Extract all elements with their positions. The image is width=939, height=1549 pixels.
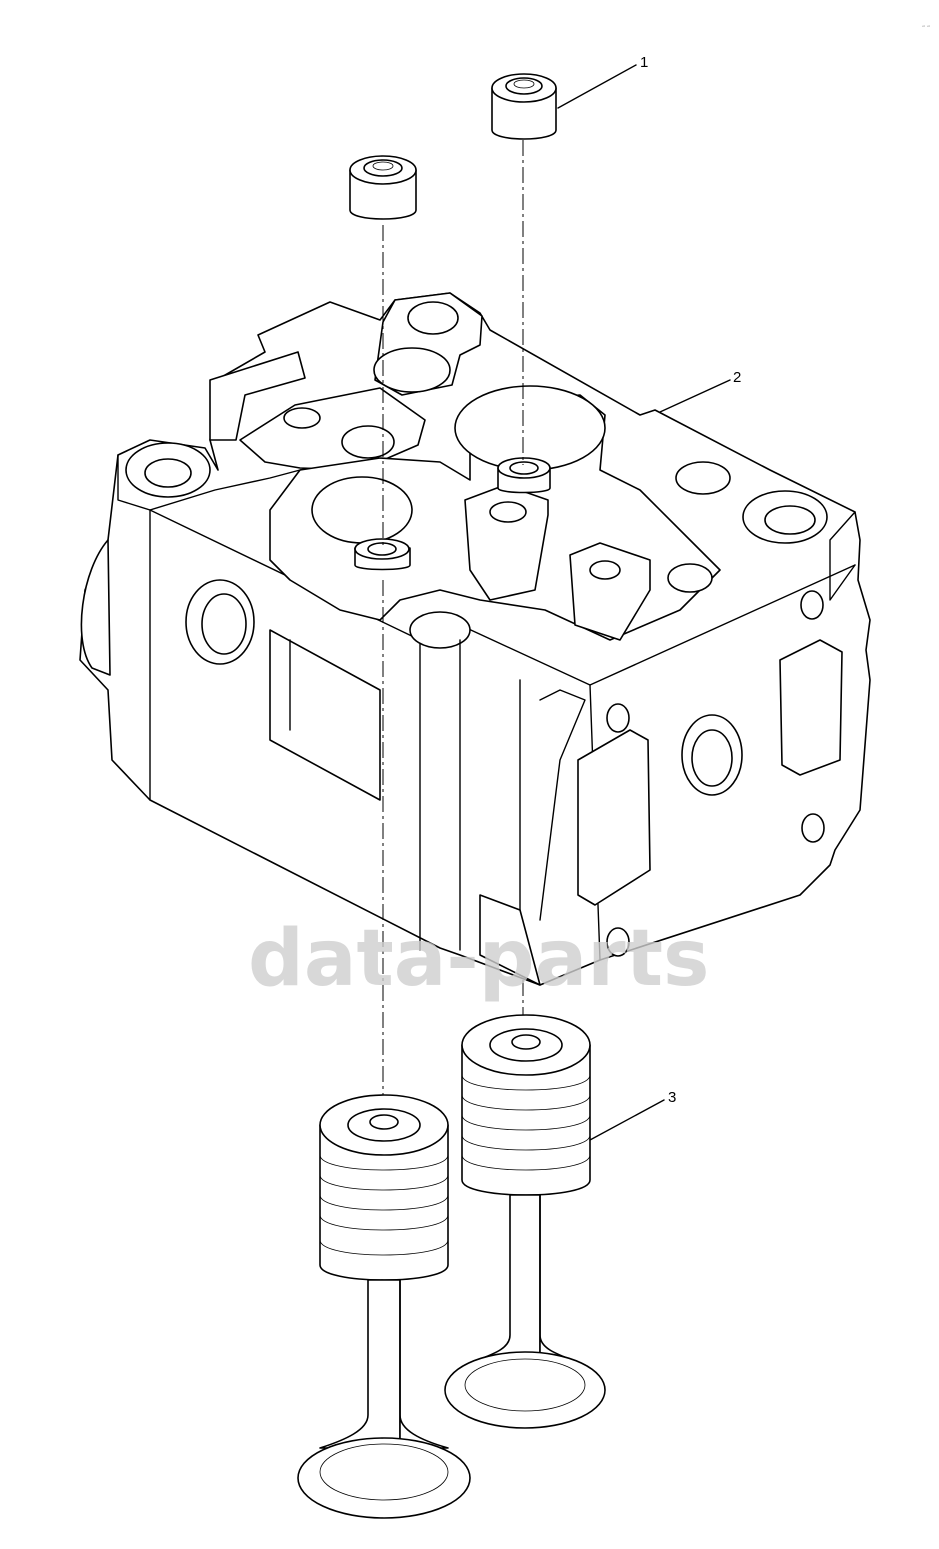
leader-lines bbox=[557, 64, 731, 1141]
valve-stem-seal-2 bbox=[349, 155, 417, 220]
corner-mark: ” ” bbox=[922, 25, 930, 32]
callout-2: 2 bbox=[733, 369, 741, 386]
valve-left bbox=[297, 1094, 471, 1519]
callout-1: 1 bbox=[640, 54, 648, 71]
valve-right bbox=[444, 1014, 606, 1429]
valve-stem-seal-1 bbox=[491, 73, 557, 140]
watermark-text: data-parts bbox=[248, 914, 709, 1004]
callout-3: 3 bbox=[668, 1089, 676, 1106]
cylinder-head bbox=[79, 292, 871, 986]
